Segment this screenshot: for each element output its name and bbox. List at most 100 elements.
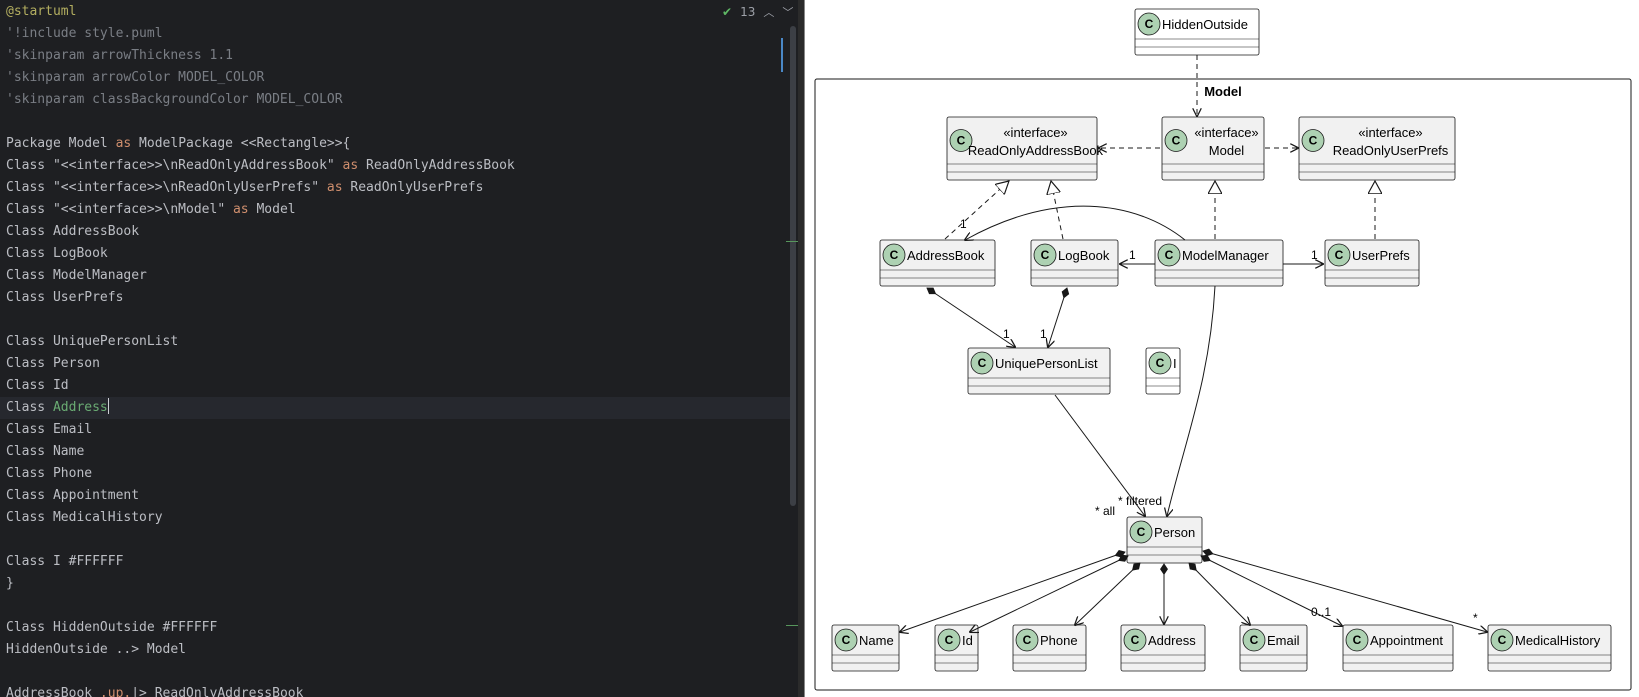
class-circle-letter: C xyxy=(945,633,954,647)
code-line[interactable]: 'skinparam arrowColor MODEL_COLOR xyxy=(6,67,796,89)
code-line[interactable]: 'skinparam arrowThickness 1.1 xyxy=(6,45,796,67)
code-token: 'skinparam arrowColor MODEL_COLOR xyxy=(6,70,265,85)
code-token: Class Person xyxy=(6,356,100,371)
code-token: as xyxy=(342,158,359,173)
edge-person-name xyxy=(900,552,1125,632)
class-circle-icon xyxy=(970,351,994,375)
code-line[interactable]: '!include style.puml xyxy=(6,23,796,45)
check-icon: ✔ xyxy=(722,5,733,19)
edge-person-email xyxy=(1189,563,1250,625)
code-token: '!include style.puml xyxy=(6,26,163,41)
code-token: Class Phone xyxy=(6,466,93,481)
code-line[interactable]: 'skinparam classBackgroundColor MODEL_CO… xyxy=(6,89,796,111)
code-line[interactable]: Class Email xyxy=(6,419,796,441)
code-line[interactable]: Class Id xyxy=(6,375,796,397)
mult-appointment: 0..1 xyxy=(1311,605,1331,619)
code-line[interactable]: Class MedicalHistory xyxy=(6,507,796,529)
code-line[interactable]: AddressBook .up.|> ReadOnlyAddressBook xyxy=(6,683,796,697)
code-editor[interactable]: @startuml '!include style.puml 'skinparam … xyxy=(0,0,798,697)
code-token: Class UniquePersonList xyxy=(6,334,179,349)
code-line[interactable]: Class Appointment xyxy=(6,485,796,507)
code-token: as xyxy=(115,136,132,151)
mult-all: * all xyxy=(1095,504,1115,518)
code-line[interactable]: Class UserPrefs xyxy=(6,287,796,309)
code-line[interactable]: HiddenOutside ..> Model xyxy=(6,639,796,661)
code-line[interactable]: Class ModelManager xyxy=(6,265,796,287)
code-token: as xyxy=(232,202,249,217)
class-circle-icon xyxy=(1137,12,1161,36)
code-line[interactable]: Class AddressBook xyxy=(6,221,796,243)
class-name: Person xyxy=(1154,525,1195,540)
code-line[interactable]: Class Address xyxy=(0,397,796,419)
class-circle-letter: C xyxy=(1137,525,1146,539)
class-circle-letter: C xyxy=(1131,633,1140,647)
code-token: ReadOnlyAddressBook xyxy=(358,158,515,173)
code-line[interactable]: Package Model as ModelPackage <<Rectangl… xyxy=(6,133,796,155)
code-line[interactable] xyxy=(6,661,796,683)
edge-person-medicalhistory xyxy=(1203,551,1487,632)
edge-lb-rab xyxy=(1051,181,1064,240)
edge-person-id xyxy=(970,556,1128,632)
class-circle-letter: C xyxy=(1145,17,1154,31)
code-line[interactable]: Class "<<interface>>\nModel" as Model xyxy=(6,199,796,221)
code-token: Class UserPrefs xyxy=(6,290,124,305)
code-line[interactable]: Class I #FFFFFF xyxy=(6,551,796,573)
code-line[interactable]: Class UniquePersonList xyxy=(6,331,796,353)
code-token: HiddenOutside ..> Model xyxy=(6,642,187,657)
code-token: Model xyxy=(248,202,296,217)
code-line[interactable] xyxy=(6,529,796,551)
code-token: Class "<<interface>>\nModel" xyxy=(6,202,233,217)
code-token: } xyxy=(6,576,14,591)
edge-lb-upl xyxy=(1048,288,1067,347)
class-circle-icon xyxy=(1148,351,1172,375)
code-line[interactable]: Class "<<interface>>\nReadOnlyUserPrefs"… xyxy=(6,177,796,199)
code-lines[interactable]: @startuml '!include style.puml 'skinparam … xyxy=(0,1,796,697)
code-line[interactable]: Class Person xyxy=(6,353,796,375)
class-circle-letter: C xyxy=(1309,134,1318,148)
class-circle-icon xyxy=(882,243,906,267)
stereotype-label: «interface» xyxy=(1194,125,1258,140)
code-line[interactable] xyxy=(6,595,796,617)
edge-ab-rab xyxy=(944,181,1009,240)
mult-ab-upl: 1 xyxy=(1003,327,1010,341)
code-token: Class xyxy=(6,400,53,415)
class-read-only-address-book: C«interface»ReadOnlyAddressBook xyxy=(946,116,1104,181)
class-circle-letter: C xyxy=(1023,633,1032,647)
text-caret xyxy=(107,398,109,414)
code-token: Class "<<interface>>\nReadOnlyAddressBoo… xyxy=(6,158,343,173)
code-token: ReadOnlyUserPrefs xyxy=(342,180,484,195)
code-token: Class MedicalHistory xyxy=(6,510,163,525)
code-line[interactable]: Class "<<interface>>\nReadOnlyAddressBoo… xyxy=(6,155,796,177)
package-model xyxy=(814,78,1632,691)
class-person: C Person xyxy=(1126,516,1203,564)
code-line[interactable]: @startuml xyxy=(6,1,796,23)
code-line[interactable]: } xyxy=(6,573,796,595)
editor-scrollbar[interactable] xyxy=(790,26,796,506)
class-circle-letter: C xyxy=(1165,248,1174,262)
code-line[interactable] xyxy=(6,111,796,133)
class-circle-letter: C xyxy=(842,633,851,647)
edge-upl-person xyxy=(1054,394,1145,516)
code-token: ModelPackage <<Rectangle>>{ xyxy=(131,136,351,151)
code-line[interactable]: Class HiddenOutside #FFFFFF xyxy=(6,617,796,639)
code-line[interactable]: Class LogBook xyxy=(6,243,796,265)
code-line[interactable]: Class Phone xyxy=(6,463,796,485)
code-line[interactable] xyxy=(6,309,796,331)
class-name: Id xyxy=(962,633,973,648)
change-marker xyxy=(781,38,783,72)
class-circle-icon xyxy=(1033,243,1057,267)
inspection-widget[interactable]: ✔ 13 ︿ ﹀ xyxy=(722,4,793,20)
chevron-up-icon[interactable]: ︿ xyxy=(763,6,775,19)
code-line[interactable]: Class Name xyxy=(6,441,796,463)
chevron-down-icon[interactable]: ﹀ xyxy=(782,6,794,19)
